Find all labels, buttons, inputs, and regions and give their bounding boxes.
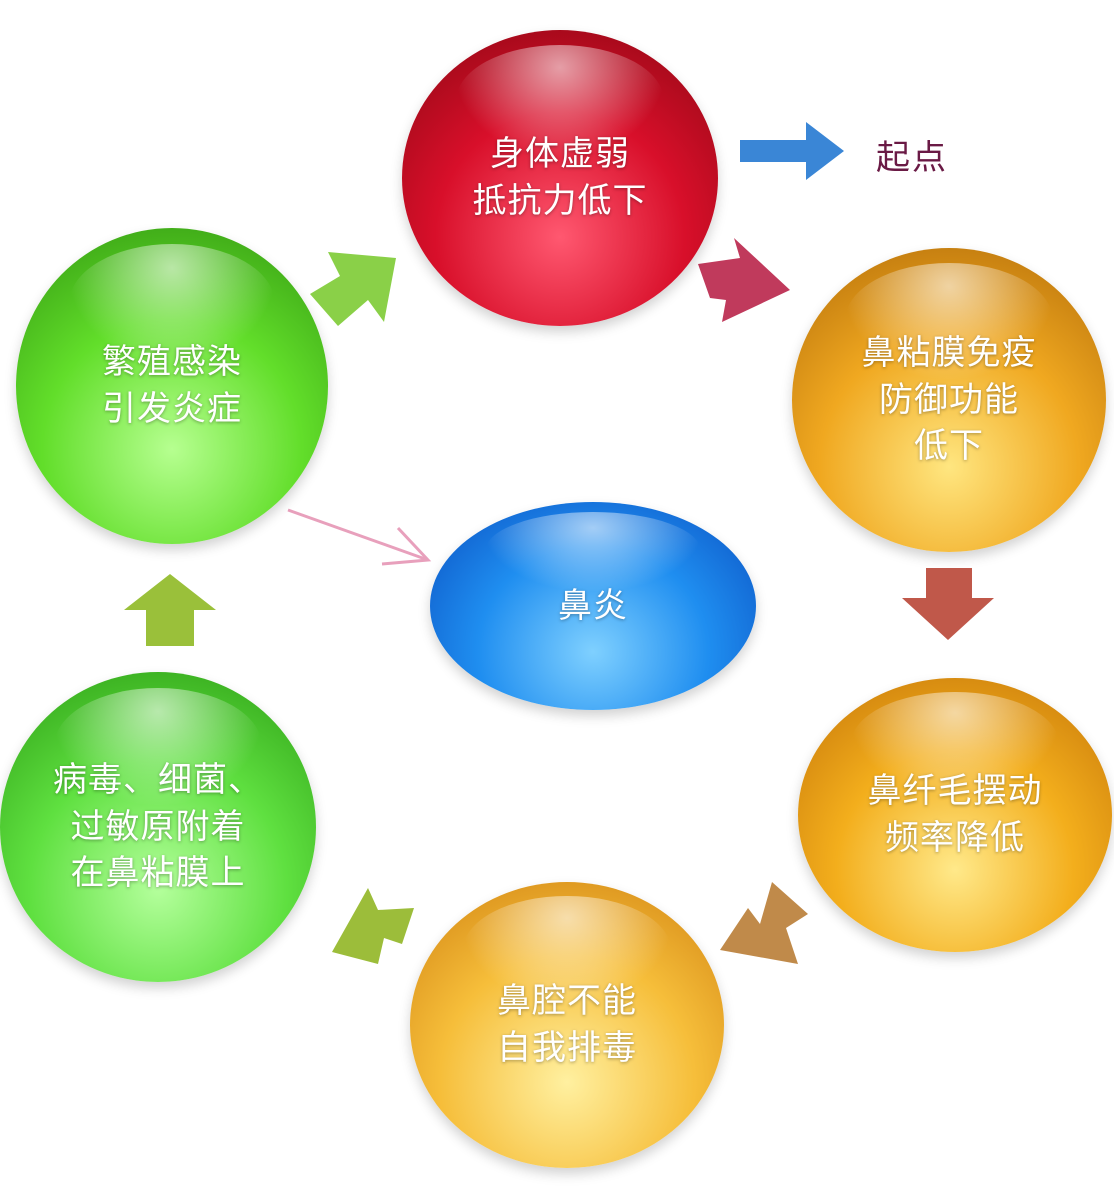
node-cilia: 鼻纤毛摆动 频率降低 [798,678,1112,952]
node-mucosa-immunity-line3: 低下 [914,426,984,467]
node-pathogens: 病毒、细菌、 过敏原附着 在鼻粘膜上 [0,672,316,982]
node-infection-line2: 引发炎症 [102,389,242,429]
node-mucosa-immunity: 鼻粘膜免疫 防御功能 低下 [792,248,1106,552]
start-arrow [740,122,844,180]
node-infection: 繁殖感染 引发炎症 [16,228,328,544]
node-self-clean: 鼻腔不能 自我排毒 [410,882,724,1168]
node-weak-body: 身体虚弱 抵抗力低下 [402,30,718,326]
node-self-clean-line2: 自我排毒 [497,1028,637,1068]
node-cilia-line2: 频率降低 [885,818,1025,858]
arrow-to-center [287,508,432,566]
node-weak-body-line2: 抵抗力低下 [472,181,648,221]
node-pathogens-line1: 病毒、细菌、 [53,759,263,800]
node-weak-body-line1: 身体虚弱 [490,134,630,175]
node-pathogens-line3: 在鼻粘膜上 [70,853,246,894]
arrow-orange-to-yellow [720,882,808,964]
arrow-orange-to-orange [902,568,994,640]
node-cilia-line1: 鼻纤毛摆动 [867,771,1043,812]
arrow-green-up [124,574,216,646]
arrow-yellow-to-green [332,888,414,964]
node-center-label: 鼻炎 [558,585,628,626]
start-label: 起点 [876,138,948,178]
arrow-green-to-red [310,252,396,326]
node-self-clean-line1: 鼻腔不能 [497,981,637,1022]
arrow-red-to-orange [698,238,790,322]
node-mucosa-immunity-line1: 鼻粘膜免疫 [861,332,1037,373]
node-pathogens-line2: 过敏原附着 [70,806,246,847]
node-mucosa-immunity-line2: 防御功能 [879,379,1019,420]
node-infection-line1: 繁殖感染 [102,342,242,383]
node-center-rhinitis: 鼻炎 [430,502,756,710]
